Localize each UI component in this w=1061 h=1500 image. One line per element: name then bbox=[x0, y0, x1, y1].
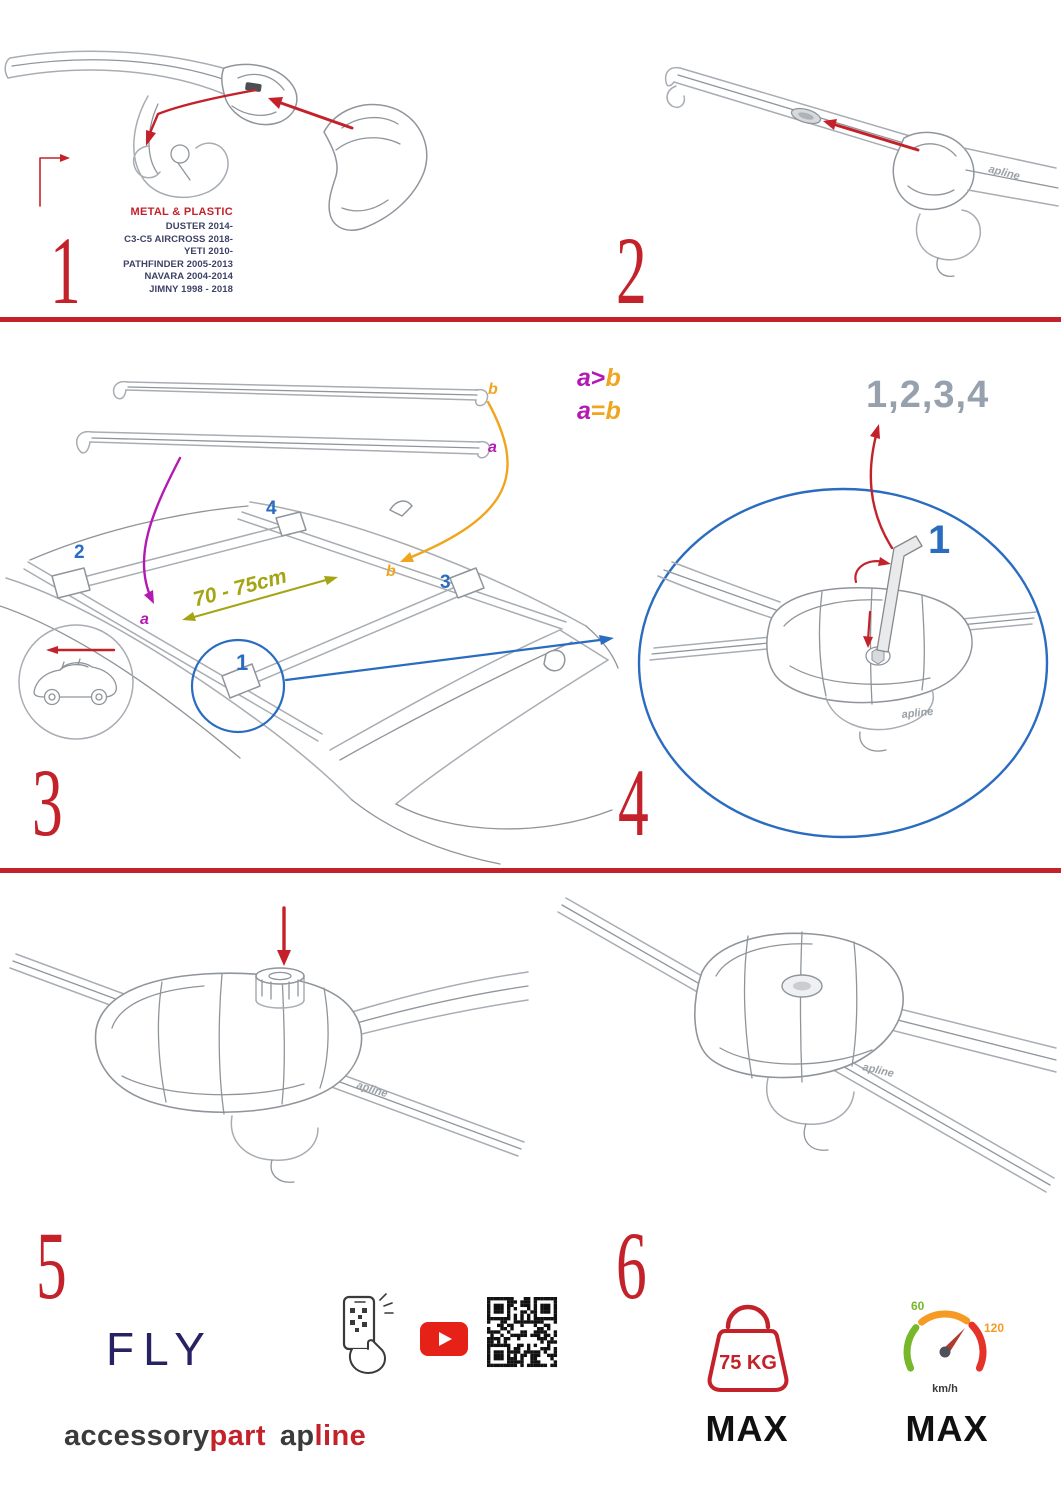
rule-a-equal-b: a=b bbox=[577, 395, 621, 428]
step5-illustration: apline bbox=[9, 906, 529, 1183]
model-item: PATHFINDER 2005-2013 bbox=[123, 258, 233, 270]
rule2-operator: = bbox=[590, 397, 606, 425]
zoom-leader-arrow bbox=[284, 635, 614, 682]
speed-scale-60: 60 bbox=[911, 1299, 925, 1313]
weight-limit-icon: 75 KG bbox=[707, 1304, 789, 1392]
order-arrow-a bbox=[142, 456, 182, 604]
product-name: FLY bbox=[106, 1323, 214, 1375]
crossbar-end-drawing bbox=[4, 50, 298, 199]
brand-part: part bbox=[209, 1420, 266, 1452]
youtube-icon bbox=[420, 1322, 468, 1356]
speed-max-label: MAX bbox=[905, 1408, 989, 1449]
speed-limit-icon: 60 120 km/h bbox=[903, 1299, 1004, 1395]
foot-highlight-circle bbox=[190, 638, 286, 734]
phone-qr-pixels bbox=[350, 1308, 367, 1332]
spacing-rules-legend: a>b a=b bbox=[577, 362, 621, 428]
hand bbox=[348, 1339, 386, 1374]
step4-illustration: apline bbox=[637, 424, 1049, 839]
roof-label-a: a bbox=[140, 611, 149, 628]
bar-label-a: a bbox=[488, 439, 497, 456]
weight-max-label: MAX bbox=[705, 1408, 789, 1449]
brand-ap: ap bbox=[279, 1420, 315, 1452]
rule2-b: b bbox=[605, 397, 621, 425]
step2-illustration: apline bbox=[664, 66, 1059, 277]
tightening-sequence: 1,2,3,4 bbox=[866, 374, 990, 416]
rule1-a: a bbox=[577, 364, 591, 392]
rule1-b: b bbox=[605, 364, 621, 392]
qr-code bbox=[487, 1297, 558, 1368]
bar-label-b: b bbox=[488, 381, 498, 398]
section-divider bbox=[0, 317, 1061, 322]
compatible-models-list: DUSTER 2014- C3-C5 AIRCROSS 2018- YETI 2… bbox=[97, 221, 233, 296]
step2-number: 2 bbox=[616, 217, 647, 324]
press-down-arrow bbox=[277, 906, 291, 966]
phone-scan-icon bbox=[342, 1293, 394, 1374]
car-direction-inset bbox=[18, 624, 134, 740]
brand-accessory: accessory bbox=[64, 1420, 210, 1452]
distance-arrow bbox=[182, 576, 338, 621]
compatible-models: METAL & PLASTIC DUSTER 2014- C3-C5 AIRCR… bbox=[97, 206, 233, 296]
mounted-rear-bar bbox=[221, 567, 485, 699]
step1-number: 1 bbox=[50, 217, 81, 324]
crossbar-drawing: apline bbox=[664, 66, 1059, 277]
step2-arrow bbox=[823, 119, 920, 152]
rule1-operator: > bbox=[590, 364, 606, 392]
material-label: METAL & PLASTIC bbox=[130, 206, 233, 218]
sequence-first-step: 1 bbox=[928, 518, 951, 562]
callout-3: 3 bbox=[440, 572, 451, 593]
model-item: C3-C5 AIRCROSS 2018- bbox=[124, 233, 233, 245]
step3-number: 3 bbox=[32, 749, 63, 856]
mounted-front-bar bbox=[51, 511, 307, 599]
brand-line: line bbox=[314, 1420, 367, 1452]
roof-drawing bbox=[0, 500, 619, 865]
clamp-mounted-drawing: apline bbox=[557, 897, 1057, 1193]
step1-illustration bbox=[4, 50, 428, 231]
callout-2: 2 bbox=[74, 542, 85, 563]
clamp-closeup-drawing: apline bbox=[649, 535, 1037, 752]
tighten-rotation-arrow bbox=[854, 557, 891, 648]
callout-4: 4 bbox=[266, 498, 277, 519]
section-divider bbox=[0, 868, 1061, 873]
step5-number: 5 bbox=[36, 1212, 67, 1319]
speed-unit-label: km/h bbox=[932, 1383, 958, 1395]
step6-illustration: apline bbox=[557, 897, 1057, 1193]
part-brand-label: apline bbox=[901, 706, 934, 721]
model-item: JIMNY 1998 - 2018 bbox=[149, 283, 233, 295]
weight-limit-value: 75 KG bbox=[719, 1352, 777, 1374]
allen-key bbox=[876, 535, 923, 653]
part-brand-label: apline bbox=[987, 163, 1021, 182]
step6-number: 6 bbox=[616, 1212, 647, 1319]
step1-arrows bbox=[39, 88, 354, 207]
step4-number: 4 bbox=[618, 749, 649, 856]
rule-a-greater-b: a>b bbox=[577, 362, 621, 395]
rule2-a: a bbox=[577, 397, 591, 425]
tightening-knob bbox=[255, 967, 305, 1009]
crossbar-a-drawing bbox=[76, 430, 491, 459]
roof-label-b: b bbox=[386, 563, 396, 580]
clamp-knob-drawing: apline bbox=[9, 953, 529, 1183]
speed-scale-120: 120 bbox=[984, 1321, 1004, 1335]
step3-illustration: b a bbox=[0, 380, 619, 865]
model-item: DUSTER 2014- bbox=[165, 221, 233, 232]
crossbar-b-drawing bbox=[112, 380, 489, 407]
brand-patch bbox=[245, 82, 262, 92]
callout-1: 1 bbox=[236, 650, 248, 675]
model-item: NAVARA 2004-2014 bbox=[144, 271, 233, 283]
zoom-circle bbox=[637, 487, 1049, 839]
model-item: YETI 2010- bbox=[183, 246, 233, 258]
sequence-leader-arrow bbox=[869, 424, 894, 550]
order-arrow-b bbox=[400, 400, 509, 562]
